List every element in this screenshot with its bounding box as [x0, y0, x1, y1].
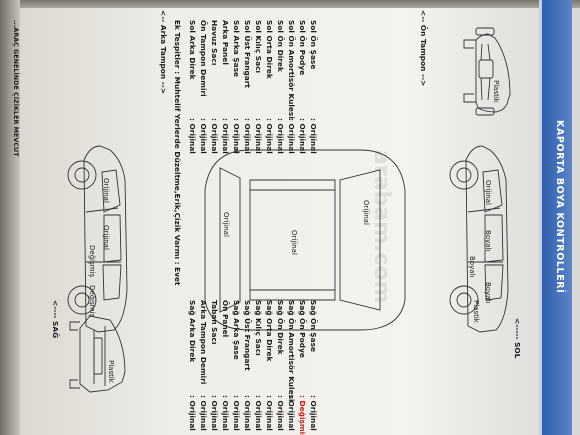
list-status: : Orijinal — [232, 118, 241, 154]
car-left-side-view — [68, 146, 127, 332]
list-status: : Orijinal — [287, 118, 296, 154]
list-part: Sol Üst Frangart — [243, 20, 252, 88]
list-status: : Orijinal — [221, 118, 230, 154]
list-status: : Orijinal — [298, 118, 307, 154]
list-status: : Orijinal — [309, 118, 318, 154]
label-top-orijinal-front: Orijinal — [222, 212, 230, 237]
label-top-orijinal-rear: Orijinal — [362, 200, 370, 225]
list-part: Arka Tampon Demiri — [199, 300, 208, 384]
list-status: : Orijinal — [210, 118, 219, 154]
label-right-boyali-1: Boyalı — [484, 230, 492, 251]
label-left-orijinal-1: Orijinal — [102, 178, 110, 203]
list-status: : Orijinal — [254, 395, 263, 431]
list-status: : Orijinal — [188, 118, 197, 154]
list-part: Taban Sacı — [210, 300, 219, 344]
label-front-plastik: Plastik — [107, 360, 115, 383]
label-right-orijinal: Orijinal — [484, 180, 492, 205]
list-status: : Orijinal — [265, 118, 274, 154]
list-status: : Orijinal — [243, 118, 252, 154]
list-part: Sağ Ön Podye — [298, 300, 307, 358]
label-left-orijinal-2: Orijinal — [102, 225, 110, 250]
list-part: Sol Ön Şase — [309, 20, 318, 69]
list-part: Sağ Orta Direk — [265, 300, 274, 361]
list-status: : Değişmiş, — [298, 395, 307, 435]
list-status: : Orijinal — [309, 395, 318, 431]
list-part: Sağ Arka Şase — [232, 300, 241, 360]
list-part: Sağ Üst Frangart — [243, 300, 252, 371]
label-left-degismis-2: Değişmiş — [88, 285, 96, 317]
list-status: : Orijinal — [232, 395, 241, 431]
list-status: : Orijinal — [276, 395, 285, 431]
footer-note: ...ARAÇ GENELİNDE ÇİZİKLER MEVCUT — [11, 20, 20, 157]
label-rear-plastik: Plastik — [492, 80, 500, 103]
label-top-orijinal-mid: Orijinal — [290, 230, 298, 255]
list-status: : Orijinal — [221, 395, 230, 431]
list-status: : Orijinal — [243, 395, 252, 431]
label-left-degismis-1: Değişmiş — [88, 245, 96, 277]
list-part: Arka Panel — [221, 20, 230, 65]
list-part: Havuz Sacı — [210, 20, 219, 65]
list-part: Sol Ön Amortisör Kulesi — [287, 20, 296, 119]
list-status: : Orijinal — [287, 395, 296, 431]
list-part: Sol Kılıç Sacı — [254, 20, 263, 73]
list-part: Sol Orta Direk — [265, 20, 274, 79]
label-right-boyali-2: Boyalı — [468, 256, 476, 277]
list-part: Sağ Ön Direk — [276, 300, 285, 355]
list-part: Sol Arka Direk — [188, 20, 197, 80]
list-part: Sağ Kılıç Sacı — [254, 300, 263, 356]
list-part: Sol Arka Şase — [232, 20, 241, 77]
label-right-plastik: Plastik — [472, 300, 480, 323]
label-right-boyali-3: Boyalı — [484, 282, 492, 303]
list-status: : Orijinal — [265, 395, 274, 431]
list-status: : Orijinal — [276, 118, 285, 154]
list-status: : Orijinal — [188, 395, 197, 431]
list-part: Sol Ön Podye — [298, 20, 307, 75]
list-status: : Orijinal — [254, 118, 263, 154]
list-part: Ön Panel — [221, 300, 230, 337]
list-part: Sağ Ön Şase — [309, 300, 318, 352]
list-part: Ön Tampon Demiri — [199, 20, 208, 97]
list-part: Sağ Ön Amortisör Kulesi — [287, 300, 296, 402]
list-part: Sol Ön Direk — [276, 20, 285, 72]
list-status: : Orijinal — [199, 395, 208, 431]
car-front-view — [464, 28, 510, 115]
extra-findings: Ek Tespitler : Muhtelif Yerlerde Düzeltm… — [173, 20, 182, 286]
list-status: : Orijinal — [210, 395, 219, 431]
list-part: Sağ Arka Direk — [188, 300, 197, 362]
list-status: : Orijinal — [199, 118, 208, 154]
